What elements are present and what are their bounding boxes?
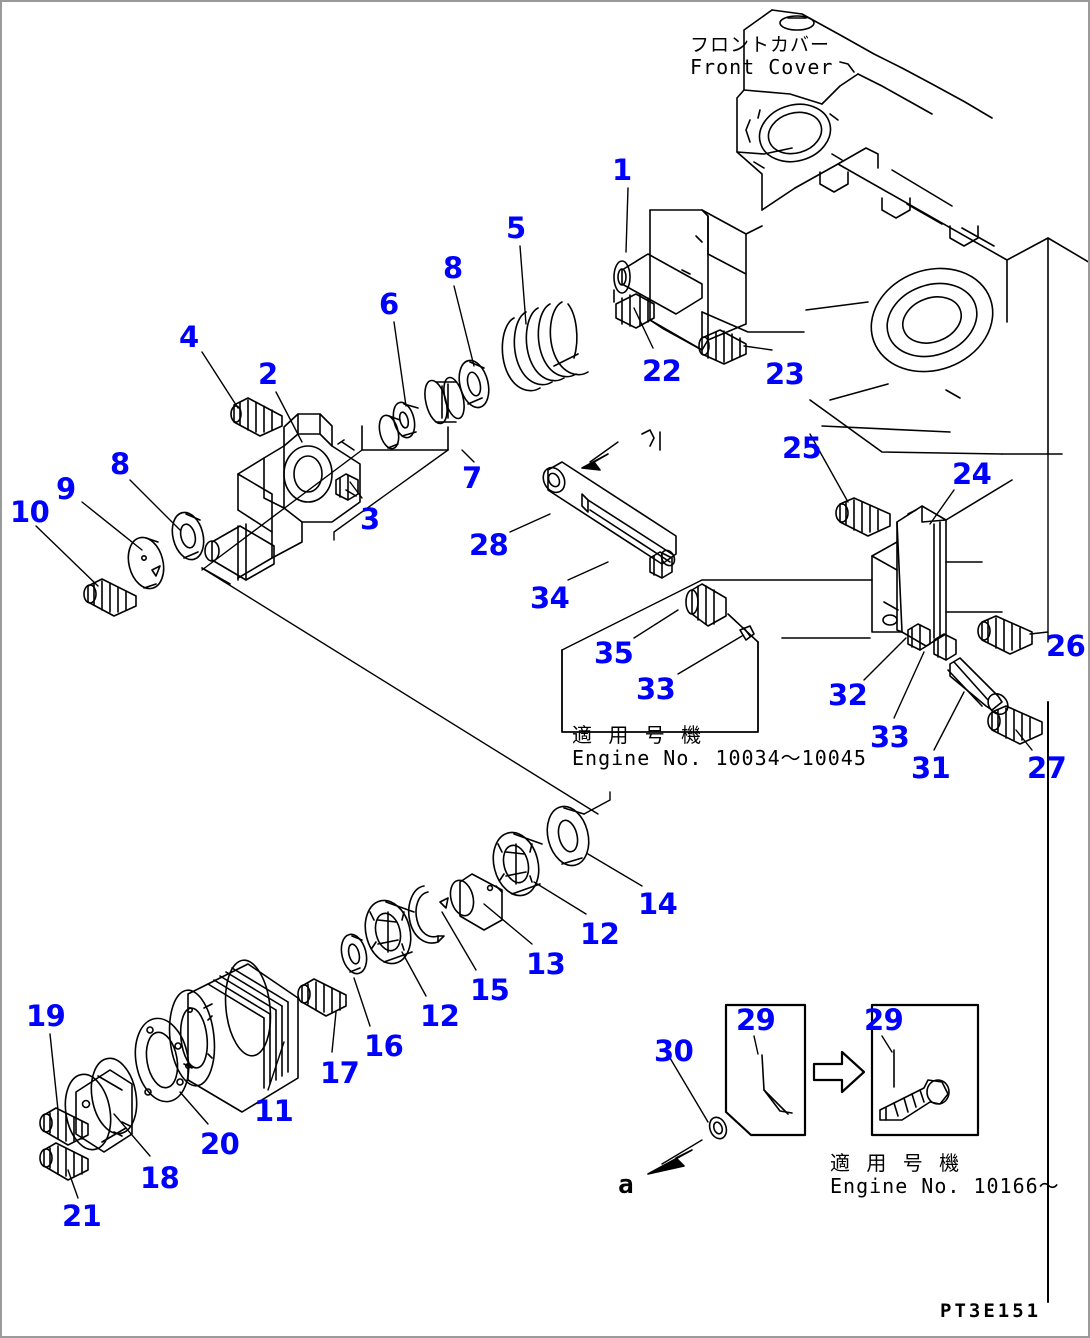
callout-10: 10 [10, 495, 50, 529]
callout-12: 12 [580, 917, 620, 951]
callout-23: 23 [765, 357, 805, 391]
callout-27: 27 [1027, 751, 1067, 785]
callout-4: 4 [179, 320, 199, 354]
part-24-bracket [701, 479, 1013, 647]
callout-34: 34 [530, 581, 570, 615]
part-12-gear-lower [364, 899, 415, 965]
part-13-barrel [449, 873, 503, 931]
parts-31-32-33 [907, 623, 1009, 716]
callout-3: 3 [360, 502, 380, 536]
callout-8: 8 [443, 251, 463, 285]
part-20-gasket [134, 1017, 190, 1103]
callout-9: 9 [56, 472, 76, 506]
parts-19-21-screws [39, 1107, 89, 1181]
parts-25-26-27-screws [835, 497, 1043, 745]
callout-8: 8 [110, 447, 130, 481]
callout-2: 2 [258, 357, 278, 391]
callout-13: 13 [526, 947, 566, 981]
parts-8-9-10 [83, 511, 205, 617]
part-3-nut [335, 473, 359, 501]
part-1-bracket [613, 209, 763, 365]
parts-6-7-8-bushings [361, 359, 490, 451]
front-cover-label: フロントカバー Front Cover [690, 34, 833, 80]
callout-19: 19 [26, 999, 66, 1033]
callout-26: 26 [1046, 629, 1086, 663]
callout-30: 30 [654, 1034, 694, 1068]
callout-5: 5 [506, 211, 526, 245]
callout-15: 15 [470, 973, 510, 1007]
part-15-snap-ring [408, 885, 449, 944]
callout-20: 20 [200, 1127, 240, 1161]
parts-30-29-detail [647, 1003, 980, 1175]
callout-33: 33 [636, 672, 676, 706]
parts-35-33 [561, 551, 759, 733]
front-cover-label-en: Front Cover [690, 55, 834, 80]
callout-18: 18 [140, 1161, 180, 1195]
construction-lines [201, 449, 1049, 1303]
part-16-spacer [340, 933, 368, 975]
engine-no-note-2-jp: 適 用 号 機 [830, 1151, 965, 1175]
callout-1: 1 [612, 153, 632, 187]
callout-21: 21 [62, 1199, 102, 1233]
callout-16: 16 [364, 1029, 404, 1063]
callout-25: 25 [782, 431, 822, 465]
callout-29: 29 [736, 1003, 776, 1037]
callout-leaders [35, 187, 1049, 1199]
detail-marker-a: a [618, 1170, 634, 1200]
part-2-body [201, 413, 361, 585]
callout-17: 17 [320, 1056, 360, 1090]
callout-28: 28 [469, 528, 509, 562]
callout-11: 11 [254, 1094, 294, 1128]
part-17-screw [297, 978, 347, 1017]
callout-22: 22 [642, 354, 682, 388]
callout-35: 35 [594, 636, 634, 670]
part-11-drum [168, 959, 299, 1113]
part-34-lever [542, 429, 677, 567]
callout-33: 33 [870, 720, 910, 754]
engine-no-note-1-en: Engine No. 10034〜10045 [572, 746, 867, 770]
callout-29: 29 [864, 1003, 904, 1037]
part-18-cap [64, 1057, 138, 1153]
page-code: PT3E151 [940, 1300, 1042, 1322]
callout-7: 7 [462, 461, 482, 495]
callout-14: 14 [638, 887, 678, 921]
part-14-washer [546, 805, 590, 867]
front-cover-label-jp: フロントカバー [690, 34, 831, 56]
front-cover-assembly [701, 9, 1088, 455]
part-4-screw [230, 397, 283, 437]
callout-31: 31 [911, 751, 951, 785]
callout-6: 6 [379, 287, 399, 321]
callout-24: 24 [952, 457, 992, 491]
callout-12: 12 [420, 999, 460, 1033]
engine-no-note-1-jp: 適 用 号 機 [572, 723, 707, 747]
engine-no-note-2-en: Engine No. 10166〜 [830, 1174, 1060, 1198]
callout-32: 32 [828, 678, 868, 712]
part-12-gear-upper [492, 831, 543, 897]
part-5-spring [501, 301, 589, 392]
